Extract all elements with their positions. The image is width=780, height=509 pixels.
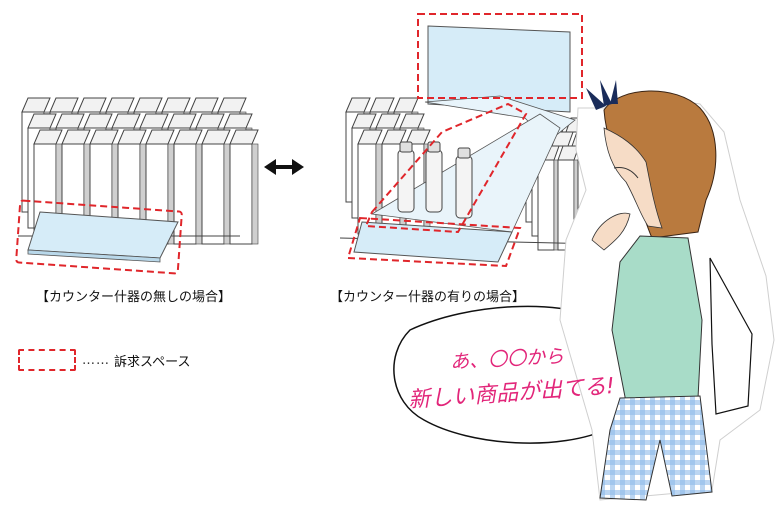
- product-box-top: [173, 129, 203, 145]
- product-box-top: [83, 113, 113, 129]
- product-box-top: [357, 129, 383, 145]
- product-box-top: [393, 97, 419, 113]
- bottle: [397, 149, 415, 213]
- product-box-top: [161, 97, 191, 113]
- product-box-side: [553, 159, 559, 251]
- product-box-top: [61, 129, 91, 145]
- product-box-top: [369, 97, 395, 113]
- bottle-cap: [399, 141, 413, 153]
- product-box: [537, 159, 555, 251]
- product-box-top: [105, 97, 135, 113]
- product-box-top: [167, 113, 197, 129]
- product-box-side: [375, 143, 383, 235]
- bottle: [425, 149, 443, 213]
- product-box-top: [117, 129, 147, 145]
- product-box-top: [55, 113, 85, 129]
- product-box-top: [145, 129, 175, 145]
- bottle-cap: [427, 141, 441, 153]
- legend-dashed-box-icon: [18, 349, 76, 371]
- bottle-cap: [457, 147, 471, 159]
- product-box-top: [139, 113, 169, 129]
- product-box-top: [33, 129, 63, 145]
- legend-dots: ……: [82, 352, 110, 368]
- left-appeal-dashed-outline: [15, 199, 183, 275]
- product-box-top: [223, 113, 253, 129]
- product-box-top: [89, 129, 119, 145]
- product-box-top: [405, 129, 431, 145]
- product-box-top: [21, 97, 51, 113]
- product-box-top: [351, 113, 377, 129]
- product-box-top: [217, 97, 247, 113]
- legend: …… 訴求スペース: [18, 347, 190, 373]
- product-box-top: [195, 113, 225, 129]
- product-box-side: [251, 143, 259, 245]
- caption-with-counter-fixture: 【カウンター什器の有りの場合】: [330, 290, 526, 305]
- fixture-dashed-outline: [364, 102, 528, 234]
- product-box: [357, 143, 377, 235]
- product-box-top: [27, 113, 57, 129]
- caption-without-counter-fixture: 【カウンター什器の無しの場合】: [36, 290, 232, 305]
- product-box: [173, 143, 197, 245]
- speech-text: あ、〇〇から 新しい商品が出てる!: [408, 344, 618, 413]
- surprise-mark-icon: [586, 80, 618, 110]
- product-box: [229, 143, 253, 245]
- legend-label: 訴求スペース: [114, 354, 191, 370]
- product-box-top: [49, 97, 79, 113]
- product-box-top: [345, 97, 371, 113]
- product-box-top: [111, 113, 141, 129]
- product-box-top: [375, 113, 401, 129]
- top-panel-dashed-outline: [417, 13, 583, 99]
- bottle: [455, 155, 473, 219]
- product-bottles: [397, 141, 473, 219]
- product-box-top: [189, 97, 219, 113]
- product-box-top: [399, 113, 425, 129]
- product-box-top: [77, 97, 107, 113]
- woman-figure: [559, 90, 775, 501]
- product-box-top: [201, 129, 231, 145]
- double-arrow-icon: [264, 159, 304, 175]
- product-box: [201, 143, 225, 245]
- product-box-top: [381, 129, 407, 145]
- product-box-side: [223, 143, 231, 245]
- product-box-top: [229, 129, 259, 145]
- product-box-top: [133, 97, 163, 113]
- bottom-panel-dashed-outline: [346, 216, 522, 268]
- product-box-side: [195, 143, 203, 245]
- left-appeal-panel: [27, 211, 179, 263]
